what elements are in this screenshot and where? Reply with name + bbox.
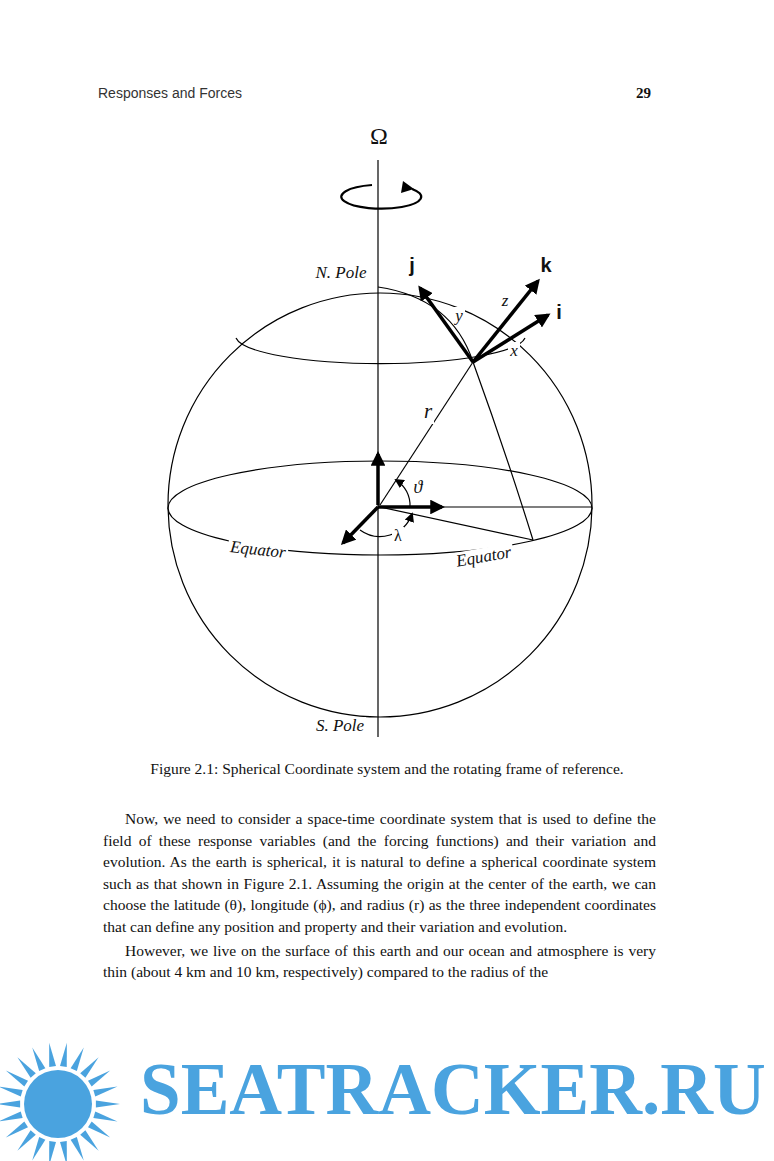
sun-ray (88, 1070, 110, 1086)
equator-label: Equator (453, 543, 515, 572)
axis-label: y (453, 307, 465, 326)
sun-ray (0, 1101, 20, 1108)
axis-label: x (508, 342, 520, 361)
sun-ray (96, 1101, 120, 1108)
sun-ray (17, 1130, 35, 1150)
body-text: Now, we need to consider a space-time co… (103, 808, 656, 985)
rotation-arrowhead (401, 181, 414, 193)
sun-ray (71, 1137, 84, 1160)
rotation-axis (377, 160, 378, 737)
sun-ray (80, 1130, 98, 1150)
pole-label: S. Pole (314, 717, 366, 736)
figure-caption: Figure 2.1: Spherical Coordinate system … (0, 760, 774, 778)
running-header: Responses and Forces (98, 86, 242, 101)
equator-label: Equator (227, 538, 288, 563)
sun-ray (93, 1087, 117, 1097)
radius-label: r (422, 400, 434, 423)
unit-vector-label: j (407, 254, 417, 276)
sun-ray (17, 1057, 35, 1077)
unit-vector-label: i (554, 301, 564, 323)
sun-ray (71, 1048, 84, 1071)
pole-label: N. Pole (314, 264, 369, 283)
i-vector (473, 315, 548, 362)
axis-label: z (500, 292, 511, 311)
radius-line (380, 362, 473, 505)
unit-vector-label: k (538, 254, 553, 276)
sun-ray (80, 1057, 98, 1077)
polar-axis-vector (376, 454, 380, 505)
body-paragraph: However, we live on the surface of this … (103, 940, 656, 983)
body-paragraph: Now, we need to consider a space-time co… (103, 808, 656, 938)
sun-ray (60, 1141, 67, 1161)
watermark-text: SEATRACKER.RU (140, 1050, 766, 1130)
k-vector (473, 281, 538, 362)
rotation-symbol: Ω (368, 123, 390, 149)
sun-ray (0, 1111, 23, 1121)
sun-ray (49, 1043, 56, 1067)
watermark-sun (0, 1043, 120, 1161)
angle-label: ϑ (412, 478, 425, 498)
sun-ray (32, 1137, 45, 1160)
sun-ray (49, 1141, 56, 1161)
meridian (378, 287, 533, 540)
sun-ray (0, 1087, 23, 1097)
equatorial-axis-vector (343, 507, 378, 543)
earth-sphere (168, 293, 592, 717)
sun-ray (93, 1111, 117, 1121)
latitude-angle-arc (396, 480, 410, 507)
sun-ray (60, 1043, 67, 1067)
sun-ray (6, 1122, 28, 1138)
j-vector (420, 288, 473, 362)
sun-ray (32, 1048, 45, 1071)
sun-ray (6, 1070, 28, 1086)
page-number: 29 (636, 85, 651, 102)
sun-ray (88, 1122, 110, 1138)
angle-label: λ (392, 527, 404, 545)
reference-line (440, 506, 592, 507)
equatorial-axis-vector (378, 505, 442, 509)
